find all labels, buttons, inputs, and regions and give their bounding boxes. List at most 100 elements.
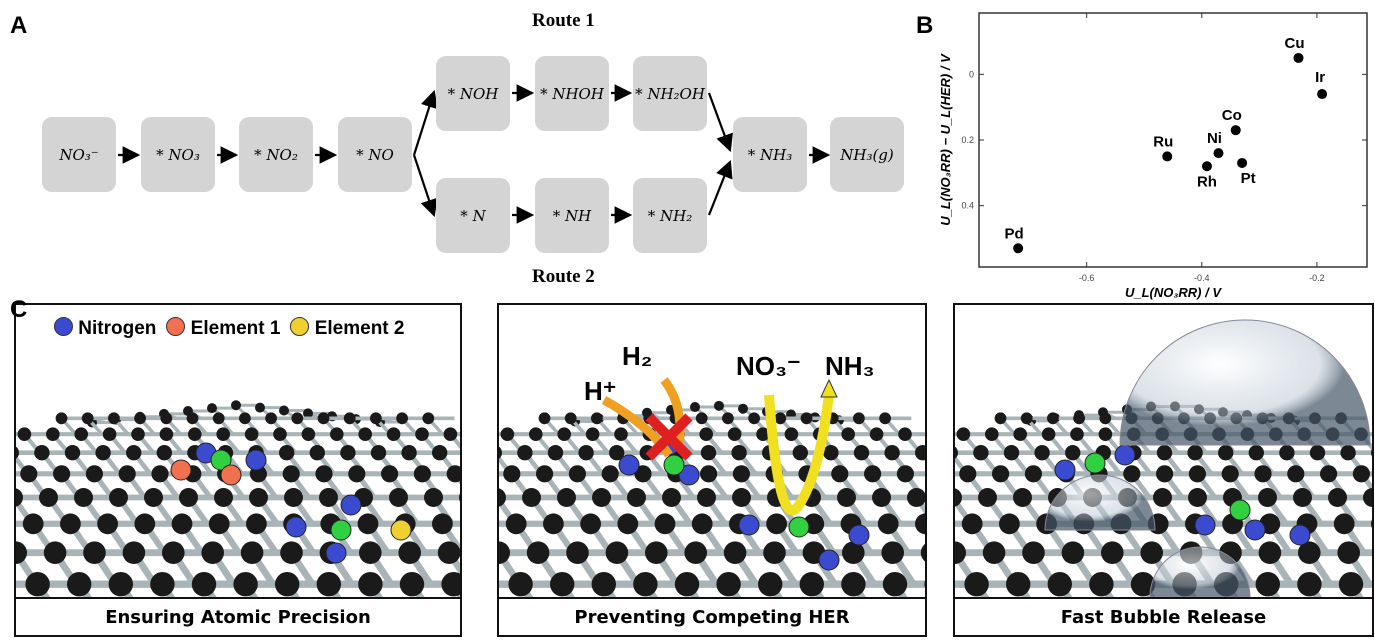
carbon-atom bbox=[831, 465, 849, 483]
carbon-atom bbox=[536, 465, 554, 483]
route-1-label: Route 1 bbox=[532, 10, 595, 31]
nitrogen-atom bbox=[325, 542, 347, 564]
metal-atom bbox=[1084, 452, 1106, 474]
nitrogen-atom bbox=[1194, 514, 1216, 536]
point-label-rh: Rh bbox=[1197, 173, 1217, 190]
metal-atom bbox=[1229, 499, 1251, 521]
carbon-atom bbox=[46, 427, 60, 441]
carbon-atom bbox=[150, 572, 175, 597]
carbon-atom bbox=[102, 427, 117, 441]
carbon-atom bbox=[1089, 572, 1114, 597]
carbon-atom bbox=[432, 445, 448, 461]
panel-label-c: C bbox=[10, 296, 28, 323]
carbon-atom bbox=[633, 572, 658, 597]
carbon-atom bbox=[16, 446, 19, 459]
carbon-atom bbox=[578, 445, 594, 461]
carbon-atom bbox=[151, 465, 169, 483]
carbon-atom bbox=[748, 412, 760, 425]
carbon-atom bbox=[280, 541, 303, 564]
point-label-ir: Ir bbox=[1315, 69, 1325, 86]
carbon-atom bbox=[359, 541, 382, 564]
carbon-atom bbox=[1101, 541, 1124, 564]
h-plus-label: H⁺ bbox=[584, 376, 617, 406]
nitrogen-atom bbox=[285, 516, 307, 538]
carbon-atom bbox=[1333, 513, 1355, 535]
carbon-atom bbox=[499, 488, 506, 507]
data-point-pt bbox=[1237, 157, 1248, 168]
carbon-atom bbox=[301, 427, 316, 441]
carbon-atom bbox=[699, 427, 713, 441]
point-label-ni: Ni bbox=[1207, 130, 1222, 147]
carbon-atom bbox=[1328, 488, 1347, 507]
species-n: * N bbox=[436, 178, 510, 253]
species-no-ads: * NO bbox=[338, 117, 412, 192]
route-2-label: Route 2 bbox=[532, 266, 595, 287]
carbon-atom bbox=[1188, 488, 1207, 507]
species-no3-minus: NO₃⁻ bbox=[42, 117, 116, 192]
data-point-co bbox=[1230, 125, 1241, 136]
carbon-atom bbox=[53, 465, 71, 483]
carbon-atom bbox=[340, 445, 356, 461]
carbon-atom bbox=[645, 541, 668, 564]
carbon-atom bbox=[853, 445, 870, 461]
carbon-atom bbox=[1013, 427, 1027, 441]
carbon-atom bbox=[732, 488, 751, 507]
carbon-atom bbox=[609, 445, 625, 461]
carbon-atom bbox=[273, 427, 287, 441]
carbon-atom bbox=[108, 572, 133, 597]
carbon-atom bbox=[1034, 445, 1050, 461]
carbon-atom bbox=[503, 465, 521, 483]
carbon-atom bbox=[1188, 465, 1206, 483]
h-plus-arrow-icon bbox=[601, 396, 673, 458]
carbon-atom bbox=[39, 488, 58, 507]
legend: Nitrogen Element 1 Element 2 bbox=[54, 317, 404, 340]
carbon-atom bbox=[85, 465, 103, 483]
carbon-atom bbox=[799, 572, 824, 597]
carbon-atom bbox=[727, 427, 742, 441]
carbon-atom bbox=[853, 412, 865, 425]
carbon-atom bbox=[81, 412, 94, 425]
medium-bubble-icon bbox=[1044, 474, 1156, 531]
carbon-atom bbox=[547, 445, 564, 461]
nitrogen-swatch-icon bbox=[54, 317, 73, 336]
legend-nitrogen: Nitrogen bbox=[54, 317, 156, 340]
y-tick-label: 0.2 bbox=[961, 135, 974, 145]
carbon-atom bbox=[973, 445, 989, 461]
carbon-atom bbox=[915, 445, 925, 461]
carbon-atom bbox=[171, 513, 193, 535]
carbon-atom bbox=[67, 572, 92, 597]
point-label-co: Co bbox=[1222, 107, 1242, 124]
carbon-atom bbox=[722, 412, 734, 425]
carbon-atom bbox=[517, 445, 533, 461]
carbon-atom bbox=[695, 412, 708, 425]
carbon-atom bbox=[64, 445, 81, 461]
carbon-atom bbox=[700, 465, 718, 483]
carbon-atom bbox=[309, 445, 325, 461]
carbon-atom bbox=[357, 513, 379, 535]
carbon-atom bbox=[208, 513, 230, 535]
carbon-atom bbox=[884, 445, 900, 461]
carbon-atom bbox=[188, 427, 202, 441]
carbon-atom bbox=[233, 572, 258, 597]
metal-atom bbox=[663, 454, 685, 476]
carbon-atom bbox=[684, 541, 707, 564]
metal-atom bbox=[210, 449, 232, 471]
carbon-atom bbox=[162, 541, 185, 564]
nitrogen-atom bbox=[245, 449, 267, 471]
carbon-atom bbox=[317, 412, 330, 425]
carbon-atom bbox=[97, 513, 118, 535]
carbon-atom bbox=[389, 488, 408, 507]
carbon-atom bbox=[131, 427, 145, 441]
data-point-ni bbox=[1213, 148, 1224, 159]
carbon-atom bbox=[214, 488, 233, 507]
carbon-atom bbox=[1340, 445, 1356, 461]
data-point-rh bbox=[1201, 161, 1212, 172]
dopant-atom bbox=[220, 464, 242, 486]
carbon-atom bbox=[43, 541, 67, 564]
carbon-atom bbox=[1187, 445, 1203, 461]
carbon-atom bbox=[924, 580, 925, 588]
carbon-atom bbox=[961, 513, 983, 535]
carbon-atom bbox=[566, 541, 589, 564]
carbon-atom bbox=[499, 541, 510, 564]
carbon-atom bbox=[1255, 572, 1280, 597]
